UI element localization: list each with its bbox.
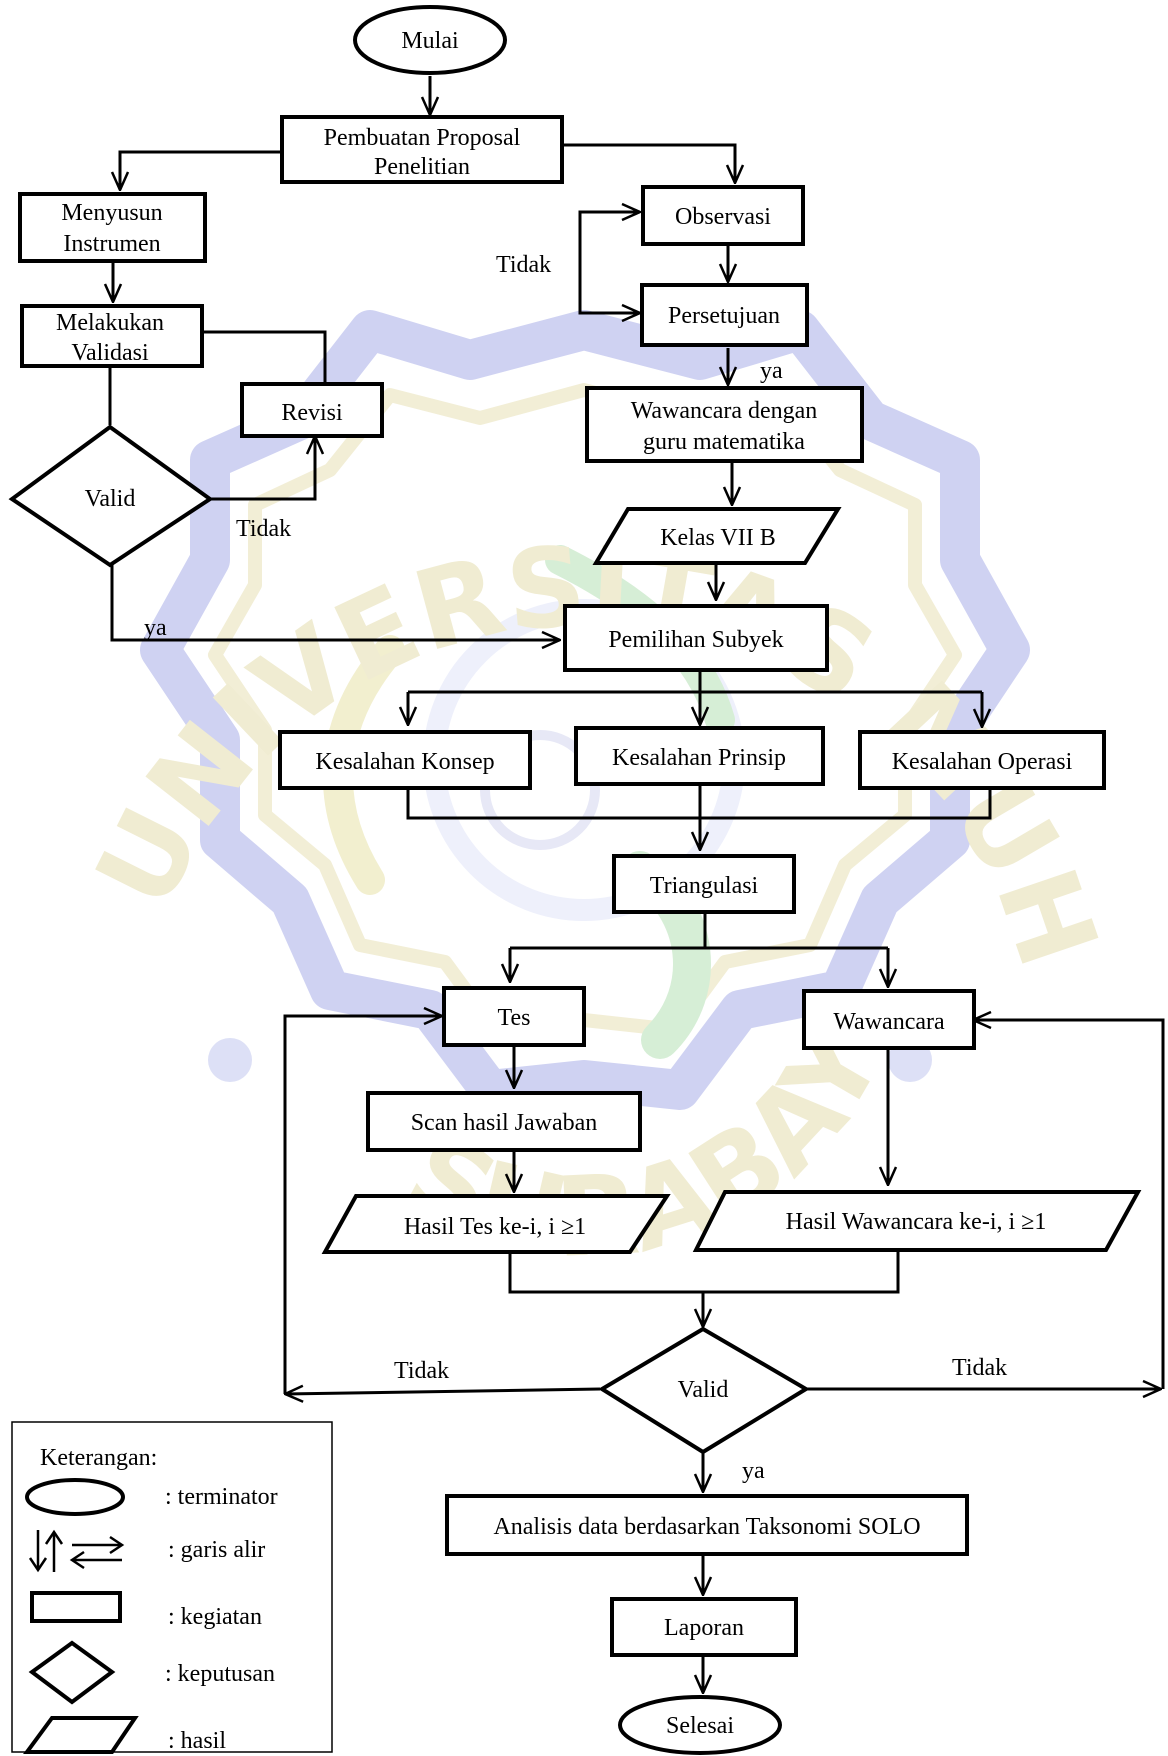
legend-decision-label: : keputusan: [165, 1661, 275, 1687]
node-scan-hasil: Scan hasil Jawaban: [366, 1091, 642, 1152]
node-kesalahan-konsep: Kesalahan Konsep: [278, 730, 532, 790]
edge-label-ya-persetujuan: ya: [760, 358, 783, 384]
edge-label-tidak-right: Tidak: [952, 1355, 1007, 1381]
node-wawancara: Wawancara: [802, 989, 976, 1050]
wawancara-guru-label-2: guru matematika: [643, 429, 805, 455]
node-valid-bottom: Valid: [598, 1326, 810, 1455]
edge-label-ya-bottom: ya: [742, 1458, 765, 1484]
node-laporan: Laporan: [610, 1597, 798, 1657]
edge-label-tidak-left: Tidak: [394, 1358, 449, 1384]
proposal-label-1: Pembuatan Proposal: [324, 125, 521, 151]
legend-flow-label: : garis alir: [168, 1537, 265, 1563]
scan-label: Scan hasil Jawaban: [411, 1110, 598, 1136]
subyek-label: Pemilihan Subyek: [608, 627, 783, 653]
node-menyusun-instrumen: Menyusun Instrumen: [18, 192, 207, 263]
laporan-label: Laporan: [664, 1615, 744, 1641]
hasil-tes-label: Hasil Tes ke-i, i ≥1: [404, 1214, 586, 1240]
node-proposal: Pembuatan Proposal Penelitian: [280, 115, 564, 184]
legend-title: Keterangan:: [40, 1445, 157, 1471]
node-kesalahan-operasi: Kesalahan Operasi: [858, 730, 1106, 790]
node-kesalahan-prinsip: Kesalahan Prinsip: [574, 726, 825, 786]
triangulasi-label: Triangulasi: [650, 873, 759, 899]
persetujuan-label: Persetujuan: [668, 303, 780, 329]
flow-lines: [110, 76, 1165, 1693]
wawancara-guru-label-1: Wawancara dengan: [631, 398, 818, 424]
proposal-label-2: Penelitian: [374, 154, 470, 180]
node-analisis: Analisis data berdasarkan Taksonomi SOLO: [445, 1494, 969, 1556]
node-hasil-tes: Hasil Tes ke-i, i ≥1: [321, 1194, 671, 1254]
legend: Keterangan: : terminator : garis alir : …: [11, 1421, 333, 1754]
legend-result-label: : hasil: [168, 1728, 226, 1754]
validasi-label-1: Melakukan: [56, 310, 164, 336]
node-melakukan-validasi: Melakukan Validasi: [20, 304, 204, 368]
instrumen-label-2: Instrumen: [63, 231, 160, 257]
validasi-label-2: Validasi: [71, 340, 149, 366]
node-valid-top: Valid: [8, 424, 214, 568]
node-hasil-wawancara: Hasil Wawancara ke-i, i ≥1: [692, 1190, 1142, 1252]
kelas-label: Kelas VII B: [660, 525, 776, 551]
konsep-label: Kesalahan Konsep: [315, 749, 494, 775]
node-revisi: Revisi: [240, 382, 384, 438]
legend-activity-label: : kegiatan: [168, 1604, 262, 1630]
node-selesai: Selesai: [618, 1695, 782, 1755]
edge-label-ya-valid-top: ya: [144, 615, 167, 641]
legend-terminator-label: : terminator: [165, 1484, 278, 1510]
node-kelas: Kelas VII B: [592, 507, 842, 565]
legend-decision-icon: [28, 1640, 116, 1705]
node-wawancara-guru: Wawancara dengan guru matematika: [585, 386, 864, 463]
mulai-label: Mulai: [401, 28, 459, 54]
node-mulai: Mulai: [353, 5, 507, 75]
node-observasi: Observasi: [641, 185, 805, 246]
node-pemilihan-subyek: Pemilihan Subyek: [563, 604, 829, 672]
legend-flow-arrows-icon: [28, 1529, 125, 1573]
prinsip-label: Kesalahan Prinsip: [612, 745, 786, 771]
observasi-label: Observasi: [675, 204, 771, 230]
node-persetujuan: Persetujuan: [640, 283, 809, 347]
legend-terminator-icon: [25, 1478, 125, 1516]
wawancara-label: Wawancara: [833, 1009, 945, 1035]
valid-bottom-label: Valid: [678, 1377, 729, 1403]
revisi-label: Revisi: [281, 400, 343, 426]
selesai-label: Selesai: [666, 1713, 734, 1739]
instrumen-label-1: Menyusun: [61, 200, 162, 226]
operasi-label: Kesalahan Operasi: [892, 749, 1073, 775]
analisis-label: Analisis data berdasarkan Taksonomi SOLO: [493, 1514, 920, 1540]
legend-result-icon: [23, 1716, 139, 1754]
edge-label-tidak-valid-top: Tidak: [236, 516, 291, 542]
edge-label-tidak-observasi: Tidak: [496, 252, 551, 278]
node-tes: Tes: [442, 986, 586, 1047]
legend-activity-icon: [30, 1591, 122, 1623]
tes-label: Tes: [498, 1005, 531, 1031]
node-triangulasi: Triangulasi: [612, 854, 796, 914]
valid-top-label: Valid: [85, 486, 136, 512]
hasil-wawancara-label: Hasil Wawancara ke-i, i ≥1: [786, 1209, 1047, 1235]
